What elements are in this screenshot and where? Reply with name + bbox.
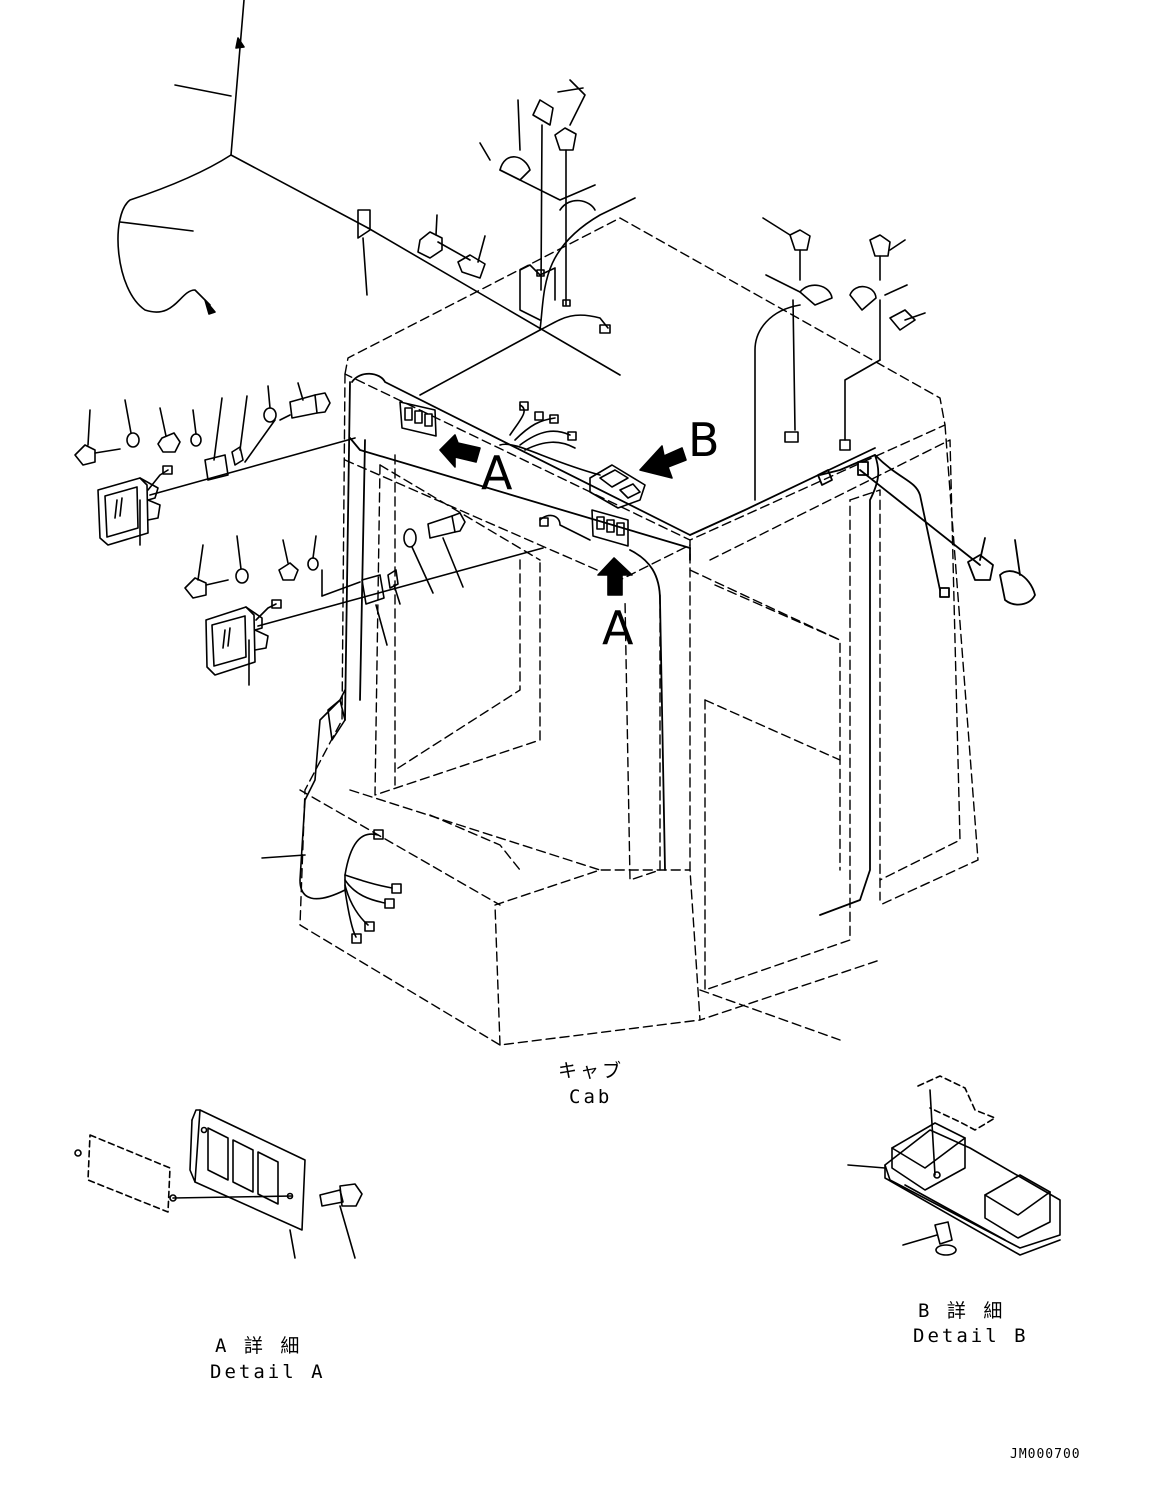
antenna xyxy=(117,0,369,315)
cab-outline xyxy=(299,217,979,1046)
work-lamp-icon xyxy=(74,382,356,546)
arrow-icon xyxy=(597,557,633,596)
detail-a-label-jp: A 詳 細 xyxy=(215,1335,303,1357)
drawing-number: JM000700 xyxy=(1010,1447,1081,1462)
wire-bundle xyxy=(499,401,601,476)
roof-harness xyxy=(357,79,926,501)
cab-label-jp: キャブ xyxy=(558,1060,625,1082)
view-a-callout-lower: A xyxy=(602,601,634,655)
switch-panel-icon xyxy=(399,401,437,437)
detail-a-drawing xyxy=(74,1109,363,1259)
header-beam xyxy=(344,372,1036,916)
detail-a-label-en: Detail A xyxy=(210,1361,326,1383)
view-a-callout-upper: A xyxy=(481,446,513,500)
arrow-icon xyxy=(439,434,481,468)
detail-b-label-en: Detail B xyxy=(913,1325,1029,1347)
detail-b-label-jp: B 詳 細 xyxy=(918,1300,1006,1322)
arrow-icon xyxy=(639,445,687,479)
switch-panel-icon xyxy=(591,509,629,547)
cab-label-en: Cab xyxy=(569,1086,613,1108)
side-harness xyxy=(261,689,402,944)
detail-b-drawing xyxy=(847,1075,1061,1256)
work-lamp-icon xyxy=(184,512,591,686)
controller-icon xyxy=(589,464,646,509)
view-b-callout: B xyxy=(688,413,720,467)
